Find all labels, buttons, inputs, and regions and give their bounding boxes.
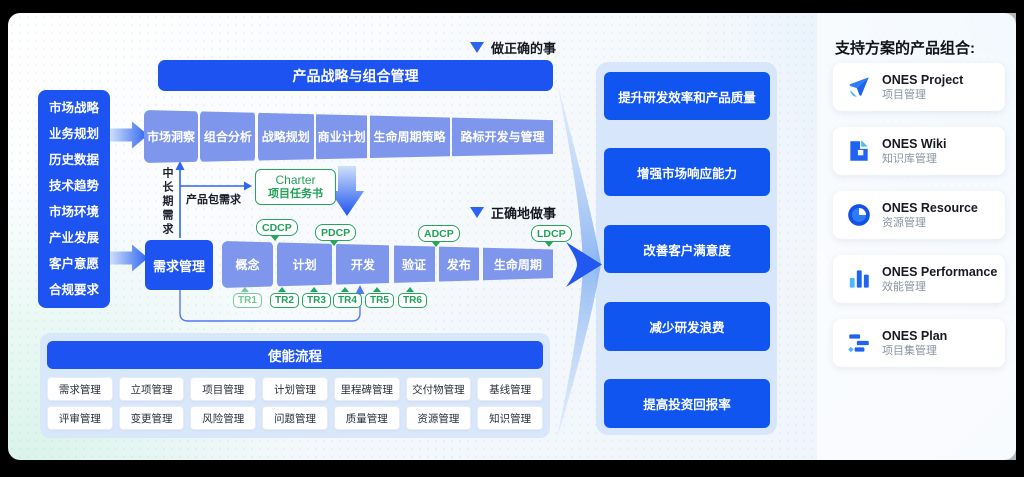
strategy-flow-funnel: 市场洞察 组合分析 战略规划 商业计划 生命周期策略 路标开发与管理 xyxy=(144,110,553,163)
process-cell: 交付物管理 xyxy=(405,377,472,401)
input-item: 市场战略 xyxy=(48,101,99,115)
process-cell: 里程碑管理 xyxy=(333,377,400,401)
process-cell: 知识管理 xyxy=(477,406,543,430)
input-item: 合规要求 xyxy=(48,283,99,297)
dcp-marker xyxy=(432,242,440,247)
process-cell: 需求管理 xyxy=(47,377,113,401)
tr-marker xyxy=(310,287,318,292)
mid-long-term-demand-label: 中长期需求 xyxy=(161,167,173,237)
tr-badge: TR5 xyxy=(365,293,394,308)
product-name: ONES Performance xyxy=(882,265,998,279)
product-card-ones-resource[interactable]: ONES Resource 资源管理 xyxy=(833,191,1005,239)
process-cell: 项目管理 xyxy=(190,377,257,401)
product-name: ONES Plan xyxy=(882,329,948,343)
slogan-do-right-things: 做正确的事 xyxy=(470,38,556,57)
charter-title: Charter xyxy=(275,173,316,187)
product-name: ONES Resource xyxy=(882,201,978,215)
outcome-box: 减少研发浪费 xyxy=(604,302,770,351)
process-cell: 计划管理 xyxy=(262,377,328,401)
tr-badge: TR2 xyxy=(270,293,299,308)
process-cell: 质量管理 xyxy=(333,406,400,430)
down-triangle-icon xyxy=(470,42,484,53)
outcome-box: 提高投资回报率 xyxy=(604,379,770,428)
process-cell: 基线管理 xyxy=(477,377,543,401)
dcp-marker xyxy=(271,236,279,241)
gantt-icon xyxy=(846,330,872,356)
outcome-box: 增强市场响应能力 xyxy=(604,148,770,196)
requirement-management-box: 需求管理 xyxy=(145,240,213,290)
flow-step: 战略规划 xyxy=(257,110,314,163)
dcp-badge-pdcp: PDCP xyxy=(315,224,357,241)
product-card-ones-plan[interactable]: ONES Plan 项目集管理 xyxy=(833,319,1005,367)
outcome-box: 提升研发效率和产品质量 xyxy=(604,72,770,120)
clock-pie-icon xyxy=(846,202,872,228)
product-name: ONES Wiki xyxy=(882,137,947,151)
dev-step: 计划 xyxy=(277,241,333,288)
bar-chart-icon xyxy=(846,266,872,292)
product-package-demand-label: 产品包需求 xyxy=(186,194,241,206)
enable-process-banner: 使能流程 xyxy=(47,341,543,369)
charter-box: Charter 项目任务书 xyxy=(255,169,336,205)
input-item: 市场环境 xyxy=(48,205,99,219)
dev-flow-funnel: 概念 计划 开发 验证 发布 生命周期 xyxy=(222,241,553,288)
flow-step: 组合分析 xyxy=(200,110,256,163)
product-desc: 项目管理 xyxy=(882,89,926,101)
process-cell: 资源管理 xyxy=(405,406,472,430)
tr-marker xyxy=(341,287,349,292)
tr-badge: TR4 xyxy=(333,293,362,308)
tr-marker xyxy=(406,287,414,292)
dcp-badge-cdcp: CDCP xyxy=(256,219,298,236)
input-item: 客户意愿 xyxy=(48,257,99,271)
tr-marker xyxy=(241,287,249,292)
flow-step: 生命周期策略 xyxy=(369,110,450,163)
input-item: 技术趋势 xyxy=(48,179,99,193)
document-icon xyxy=(846,138,872,164)
paper-plane-icon xyxy=(846,74,872,100)
flow-step: 市场洞察 xyxy=(144,110,198,163)
product-desc: 项目集管理 xyxy=(882,345,937,357)
slogan-do-things-right: 正确地做事 xyxy=(470,203,556,222)
flow-step: 商业计划 xyxy=(316,110,368,163)
product-desc: 资源管理 xyxy=(882,217,926,229)
enable-process-row2: 评审管理 变更管理 风险管理 问题管理 质量管理 资源管理 知识管理 xyxy=(47,406,543,430)
product-desc: 效能管理 xyxy=(882,281,926,293)
product-card-ones-performance[interactable]: ONES Performance 效能管理 xyxy=(833,255,1005,303)
slogan-text: 做正确的事 xyxy=(491,41,557,56)
slogan-text: 正确地做事 xyxy=(491,206,557,221)
tr-marker xyxy=(278,287,286,292)
enable-process-row1: 需求管理 立项管理 项目管理 计划管理 里程碑管理 交付物管理 基线管理 xyxy=(47,377,543,401)
product-name: ONES Project xyxy=(882,73,964,87)
down-triangle-icon xyxy=(470,207,484,218)
dev-step: 发布 xyxy=(438,241,479,288)
tr-badge: TR1 xyxy=(233,293,262,308)
product-desc: 知识库管理 xyxy=(882,153,937,165)
process-cell: 风险管理 xyxy=(190,406,257,430)
dcp-badge-ldcp: LDCP xyxy=(531,225,572,242)
product-card-ones-project[interactable]: ONES Project 项目管理 xyxy=(833,63,1005,111)
dcp-marker xyxy=(545,242,553,247)
dev-step: 概念 xyxy=(222,241,273,288)
product-card-ones-wiki[interactable]: ONES Wiki 知识库管理 xyxy=(833,127,1005,175)
process-cell: 评审管理 xyxy=(47,406,113,430)
dcp-badge-adcp: ADCP xyxy=(418,225,460,242)
outcome-box: 改善客户满意度 xyxy=(604,225,770,273)
input-item: 历史数据 xyxy=(48,153,99,167)
dev-step: 验证 xyxy=(393,241,435,288)
strategy-banner: 产品战略与组合管理 xyxy=(158,60,553,91)
process-cell: 立项管理 xyxy=(118,377,185,401)
input-item: 产业发展 xyxy=(48,231,99,245)
input-item: 业务规划 xyxy=(48,127,99,141)
charter-subtitle: 项目任务书 xyxy=(268,188,323,200)
tr-badge: TR3 xyxy=(302,293,331,308)
dev-step: 开发 xyxy=(336,241,390,288)
dcp-marker xyxy=(330,241,338,246)
process-cell: 问题管理 xyxy=(262,406,328,430)
market-inputs-box: 市场战略 业务规划 历史数据 技术趋势 市场环境 产业发展 客户意愿 合规要求 xyxy=(38,90,110,308)
sidebar-title: 支持方案的产品组合: xyxy=(835,40,975,57)
process-cell: 变更管理 xyxy=(118,406,185,430)
tr-marker xyxy=(373,287,381,292)
tr-badge: TR6 xyxy=(398,293,427,308)
